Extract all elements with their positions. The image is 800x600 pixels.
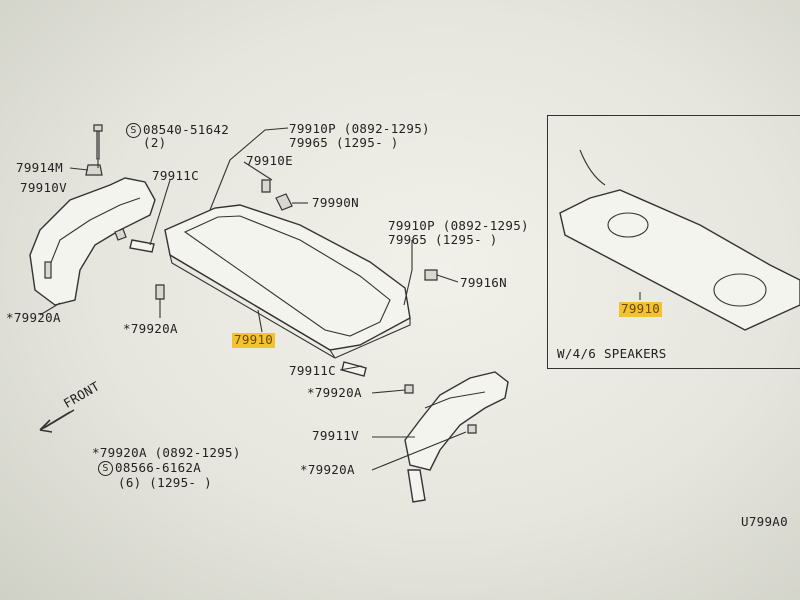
part-916n-label: 79916N xyxy=(460,275,507,290)
clip-m-label: 79914M xyxy=(16,160,63,175)
part-910p-top-label: 79910P (0892-1295) xyxy=(289,121,430,136)
note-line-1: *79920A (0892-1295) xyxy=(92,445,241,460)
clip-916n xyxy=(424,269,438,281)
s-mark-icon: S xyxy=(126,123,141,138)
inset-caption: W/4/6 SPEAKERS xyxy=(557,346,667,361)
part-965-mid-label: 79965 (1295- ) xyxy=(388,232,498,247)
parcel-shelf xyxy=(164,204,411,351)
fastener-920a-mid xyxy=(155,284,165,300)
part-920a-bot2-label: *79920A xyxy=(300,462,355,477)
part-911c-top-label: 79911C xyxy=(152,168,199,183)
inset-shelf xyxy=(559,189,800,331)
pin-911c-lower xyxy=(341,361,367,377)
bolt-qty-label: (2) xyxy=(143,135,167,150)
s-mark-icon-2: S xyxy=(98,461,113,476)
fastener-910e xyxy=(261,179,271,193)
speaker-right xyxy=(713,273,767,307)
clip-m xyxy=(85,164,103,176)
side-trim-left-inner xyxy=(47,197,141,271)
part-990n-label: 79990N xyxy=(312,195,359,210)
fastener-920a-bot2 xyxy=(467,424,477,434)
part-911v-label: 79911V xyxy=(312,428,359,443)
part-920a-mid-label: *79920A xyxy=(123,321,178,336)
speaker-left xyxy=(607,212,649,238)
side-trim-right-lower xyxy=(407,469,426,503)
part-920a-left-label: *79920A xyxy=(6,310,61,325)
part-910p-mid-label: 79910P (0892-1295) xyxy=(388,218,529,233)
front-arrow xyxy=(39,409,75,433)
side-trim-right xyxy=(404,371,509,471)
clip-990n xyxy=(275,193,293,211)
parcel-shelf-opening xyxy=(183,215,391,337)
screw-top-left xyxy=(93,124,103,160)
clip-left-1 xyxy=(114,228,127,241)
inset-frame xyxy=(547,115,800,369)
part-920a-bot1-label: *79920A xyxy=(307,385,362,400)
part-910e-label: 79910E xyxy=(246,153,293,168)
pin-911c xyxy=(129,239,155,253)
trim-slot xyxy=(44,261,52,279)
note-line-3: (6) (1295- ) xyxy=(118,475,212,490)
figure-code: U799A0 xyxy=(741,514,788,529)
fastener-920a-bot1 xyxy=(404,384,414,394)
part-911c-bot-label: 79911C xyxy=(289,363,336,378)
inset-part-label: 79910 xyxy=(619,301,663,317)
part-965-top-label: 79965 (1295- ) xyxy=(289,135,399,150)
main-part-label: 79910 xyxy=(232,332,276,348)
trim-v-label: 79910V xyxy=(20,180,67,195)
